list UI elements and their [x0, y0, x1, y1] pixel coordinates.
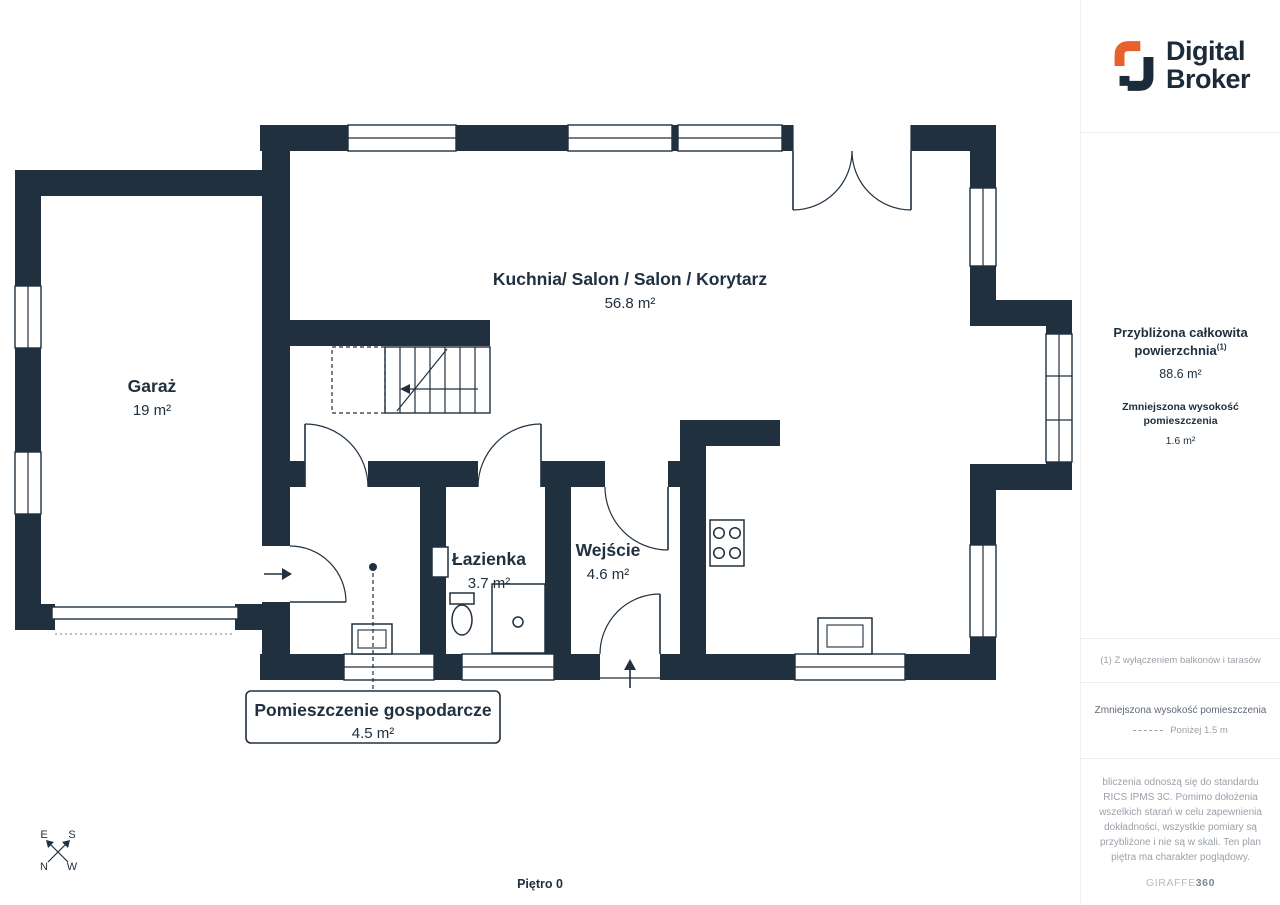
- garage-door: [51, 606, 239, 635]
- logo-word-digital: Digital: [1165, 36, 1246, 67]
- shower-icon: [491, 583, 546, 654]
- compass-n: N: [40, 861, 48, 873]
- reduced-height-value: 1.6 m²: [1165, 434, 1196, 447]
- window: [14, 285, 42, 349]
- window: [794, 653, 906, 681]
- window: [343, 653, 435, 681]
- kitchen-counter-icon: [817, 617, 873, 655]
- window: [461, 653, 555, 681]
- giraffe360-brand: GIRAFFE360: [1145, 877, 1216, 889]
- logo-word-broker: Broker: [1165, 64, 1251, 94]
- window: [567, 124, 673, 152]
- entrance-arrow-up: [624, 659, 636, 670]
- legend-row: Poniżej 1.5 m: [1133, 725, 1228, 736]
- window: [347, 124, 457, 152]
- compass-arrow-ne: [62, 840, 70, 848]
- front-door: [599, 593, 661, 688]
- window: [969, 187, 997, 267]
- brand-name: Digital Broker: [1165, 36, 1251, 94]
- garage-interior-door: [264, 545, 347, 603]
- sidebar: Digital Broker Przybliżona całkowita pow…: [1080, 0, 1280, 905]
- utility-label-box: [245, 690, 501, 744]
- room-label-utility: Pomieszczenie gospodarcze: [254, 700, 492, 720]
- door-openings: [262, 125, 912, 680]
- window: [14, 451, 42, 515]
- room-label-garage: Garaż: [128, 376, 177, 396]
- compass-w: W: [67, 861, 78, 873]
- disclaimer-section: bliczenia odnoszą się do standardu RICS …: [1081, 758, 1280, 905]
- room-area-main: 56.8 m²: [605, 295, 656, 312]
- reduced-height-label: Zmniejszona wysokość pomieszczenia: [1122, 401, 1239, 428]
- windows: [14, 124, 1073, 681]
- stairs-direction-arrow: [400, 384, 410, 394]
- utility-door: [304, 423, 369, 488]
- window: [1045, 333, 1073, 463]
- compass-e: E: [40, 829, 47, 841]
- room-area-bathroom: 3.7 m²: [468, 575, 511, 592]
- radiator-icon: [431, 546, 449, 578]
- double-door-top: [792, 150, 912, 211]
- area-summary: Przybliżona całkowita powierzchnia(1) 88…: [1081, 132, 1280, 638]
- compass: E S N W: [40, 829, 78, 873]
- room-area-garage: 19 m²: [133, 402, 171, 419]
- compass-s: S: [68, 829, 75, 841]
- floor-plan: Kuchnia/ Salon / Salon / Korytarz 56.8 m…: [14, 124, 1073, 891]
- toilet-icon: [449, 592, 475, 636]
- room-label-entrance: Wejście: [576, 540, 641, 560]
- stove-icon: [709, 519, 745, 567]
- room-label-bathroom: Łazienka: [452, 549, 526, 569]
- reduced-height-area: [331, 346, 386, 414]
- reduced-height-legend: Zmniejszona wysokość pomieszczenia Poniż…: [1081, 682, 1280, 758]
- legend-value: Poniżej 1.5 m: [1170, 725, 1228, 736]
- floor-plan-drawing: Kuchnia/ Salon / Salon / Korytarz 56.8 m…: [14, 124, 1073, 891]
- footnote: (1) Z wyłączeniem balkonów i tarasów: [1081, 638, 1280, 682]
- room-label-main: Kuchnia/ Salon / Salon / Korytarz: [493, 269, 767, 289]
- fixtures: [351, 519, 873, 655]
- bathroom-door: [477, 423, 542, 488]
- disclaimer-text: bliczenia odnoszą się do standardu RICS …: [1099, 777, 1262, 863]
- brand-logo: Digital Broker: [1081, 0, 1280, 132]
- legend-title: Zmniejszona wysokość pomieszczenia: [1094, 705, 1267, 716]
- doors: [51, 150, 912, 688]
- room-area-entrance: 4.6 m²: [587, 566, 630, 583]
- total-area-label: Przybliżona całkowita powierzchnia(1): [1113, 325, 1248, 358]
- room-labels: Kuchnia/ Salon / Salon / Korytarz 56.8 m…: [128, 269, 768, 891]
- digital-broker-logo-icon: [1114, 41, 1154, 91]
- leader-dot: [369, 563, 377, 571]
- window: [969, 544, 997, 638]
- room-area-utility: 4.5 m²: [352, 725, 395, 742]
- passage-arrow-right: [282, 568, 292, 580]
- window: [677, 124, 783, 152]
- entrance-hall-door: [604, 486, 669, 551]
- footnote-marker: (1): [1216, 342, 1227, 352]
- compass-arrow-nw: [46, 840, 54, 848]
- floor-label: Piętro 0: [517, 877, 563, 891]
- stairs: [331, 346, 491, 414]
- washer-icon: [351, 623, 393, 655]
- dashed-line-sample: [1133, 730, 1164, 731]
- total-area-value: 88.6 m²: [1159, 367, 1202, 382]
